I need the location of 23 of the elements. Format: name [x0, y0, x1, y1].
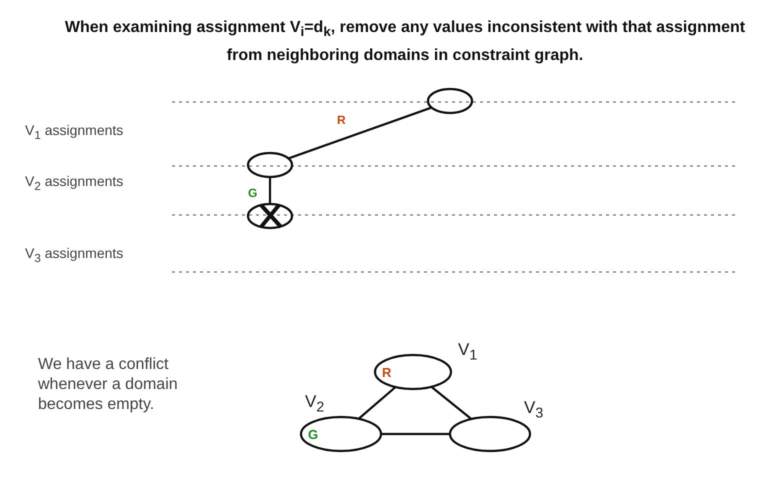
variable-node — [374, 354, 452, 390]
variable-node — [449, 416, 531, 452]
row-label: V$_{2}$ assignments — [25, 173, 124, 194]
title: When examining assignment V$_{i}$=d$_{k}$, remove any values inconsistent with that assignment from neighboring domains in constraint graph. — [64, 18, 746, 66]
variable-name: V$_{3}$ — [524, 398, 544, 422]
value-label: R — [382, 364, 392, 380]
connector-line — [381, 432, 450, 436]
connector-line — [288, 106, 432, 160]
row-label: V$_{1}$ assignments — [25, 122, 124, 144]
note-text: We have a conflict whenever a domain becomes empty. — [38, 355, 179, 415]
edge-label: R — [337, 114, 346, 126]
connector-line — [268, 177, 272, 204]
value-node — [247, 152, 293, 178]
connector-line — [358, 386, 396, 420]
connector-line — [430, 386, 472, 420]
value-node — [427, 88, 473, 114]
row-label: V$_{3}$ assignments — [25, 245, 124, 266]
value-label: G — [308, 426, 318, 442]
crossed-out-value — [247, 203, 293, 229]
variable-name: V$_{1}$ — [458, 340, 478, 364]
variable-name: V$_{2}$ — [305, 392, 324, 416]
variable-node — [300, 416, 382, 452]
edge-label: G — [248, 187, 258, 199]
